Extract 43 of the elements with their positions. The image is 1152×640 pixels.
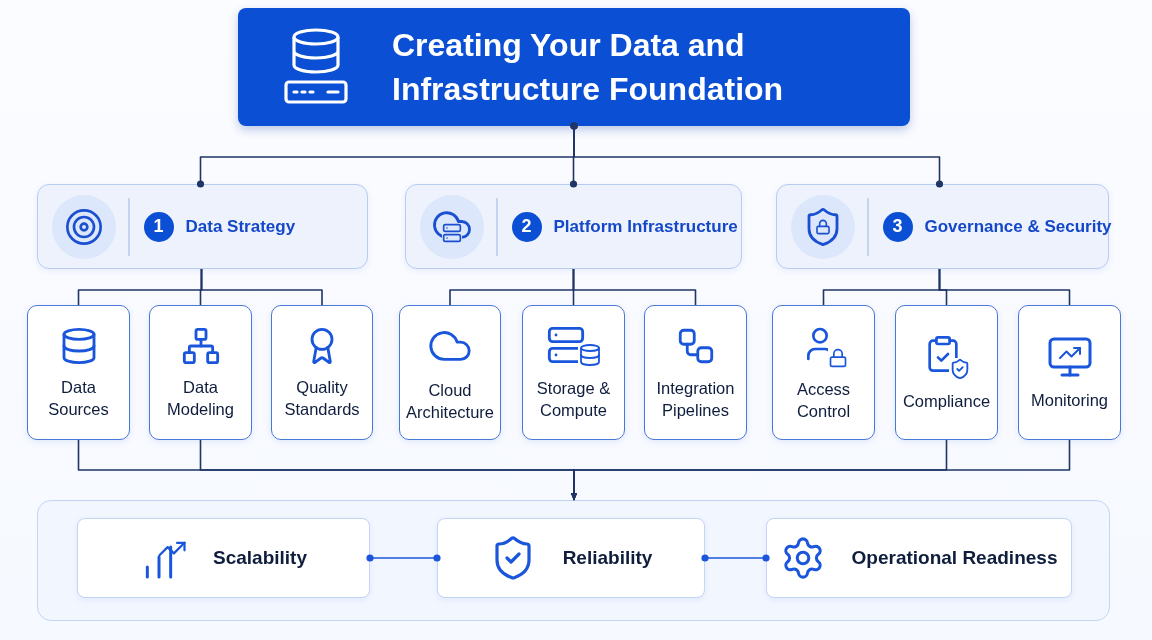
topic-label: Compliance	[902, 390, 991, 412]
connector	[366, 554, 441, 562]
topic-label: Cloud Architecture	[404, 379, 495, 423]
topic-card	[1018, 305, 1121, 440]
topic-card	[149, 305, 252, 440]
category-title: Platform Infrastructure	[553, 216, 738, 237]
topic-card	[27, 305, 130, 440]
topic-card	[644, 305, 747, 440]
outcome-card	[76, 517, 370, 598]
step-number: 2	[511, 211, 542, 242]
step-number: 3	[882, 211, 913, 242]
outcome-label: Reliability	[562, 546, 653, 569]
outcome-label: Operational Readiness	[851, 546, 1058, 569]
topic-card	[399, 305, 501, 440]
connector	[200, 268, 323, 306]
topic-label: Monitoring	[1030, 389, 1108, 411]
title-banner	[238, 8, 910, 126]
connector	[701, 554, 770, 562]
topic-label: Storage & Compute	[535, 377, 612, 421]
topic-label: Integration Pipelines	[655, 377, 736, 421]
connector	[570, 122, 944, 188]
topic-label: Quality Standards	[283, 376, 361, 420]
category-card	[405, 184, 742, 269]
connector	[570, 439, 1071, 501]
topic-label: Data Sources	[47, 376, 110, 420]
title-text: Creating Your Data and Infrastructure Foundation	[392, 26, 785, 109]
topic-card	[522, 305, 625, 440]
outcome-panel	[37, 500, 1110, 621]
topic-label: Access Control	[795, 378, 852, 422]
category-card	[776, 184, 1109, 269]
category-title: Governance & Security	[924, 216, 1112, 237]
step-number: 1	[143, 211, 174, 242]
connector	[938, 268, 1071, 306]
outcome-label: Scalability	[213, 546, 307, 569]
connector	[572, 268, 697, 306]
category-title: Data Strategy	[185, 216, 296, 237]
outcome-card	[765, 517, 1072, 598]
category-card	[37, 184, 368, 269]
topic-card	[772, 305, 875, 440]
outcome-card	[436, 517, 705, 598]
topic-label: Data Modeling	[166, 376, 235, 420]
topic-card	[271, 305, 373, 440]
topic-card	[895, 305, 998, 440]
